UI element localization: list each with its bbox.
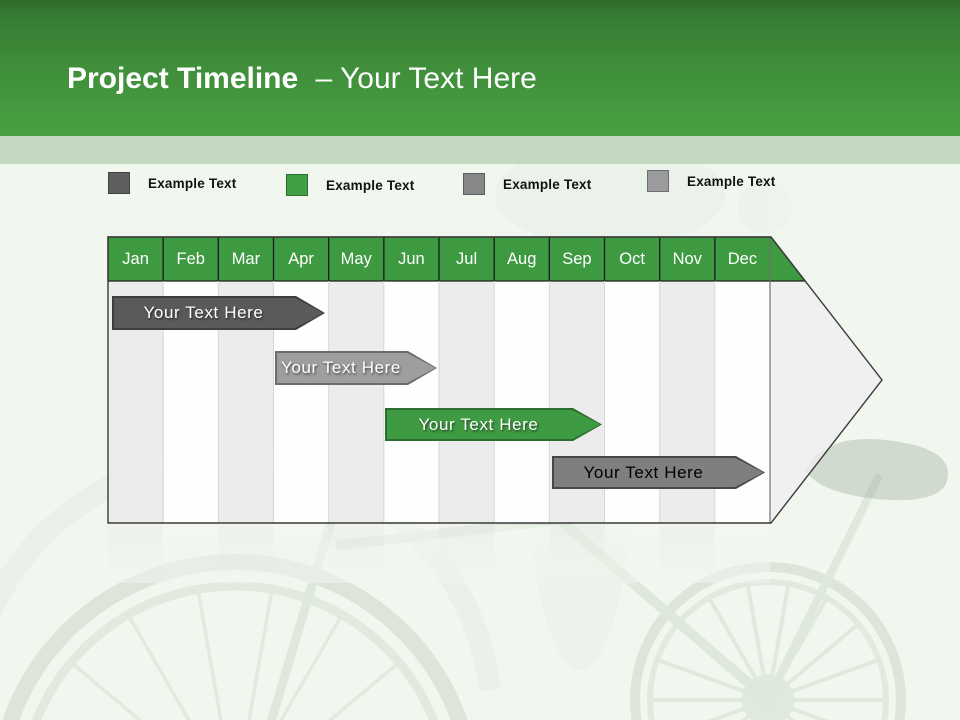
subheader-strip (0, 136, 960, 164)
legend-item-4[interactable]: Example Text (647, 170, 775, 192)
legend-label: Example Text (503, 176, 592, 192)
month-cell-dec: Dec (727, 250, 758, 268)
gantt-bar-2[interactable]: Your Text Here (275, 351, 437, 385)
month-cell-aug: Aug (507, 250, 537, 268)
legend-label: Example Text (687, 173, 776, 189)
gantt-bar-3[interactable]: Your Text Here (385, 408, 602, 441)
page-title-placeholder: – Your Text Here (315, 62, 537, 95)
legend-item-3[interactable]: Example Text (463, 173, 591, 195)
month-cell-may: May (340, 250, 372, 268)
legend-label: Example Text (148, 175, 237, 191)
month-cell-oct: Oct (619, 250, 645, 268)
month-cell-mar: Mar (231, 250, 261, 268)
legend-swatch-icon (108, 172, 130, 194)
month-cell-nov: Nov (672, 250, 702, 268)
gantt-bar-label: Your Text Here (387, 410, 601, 440)
gantt-bar-1[interactable]: Your Text Here (112, 296, 325, 330)
title-band: Project Timeline – Your Text Here (0, 0, 960, 136)
page-title[interactable]: Project Timeline – Your Text Here (67, 62, 537, 96)
legend-swatch-icon (647, 170, 669, 192)
page-title-main: Project Timeline (67, 62, 299, 95)
legend-item-1[interactable]: Example Text (108, 172, 236, 194)
legend-item-2[interactable]: Example Text (286, 174, 414, 196)
legend-swatch-icon (286, 174, 308, 196)
gantt-bar-label: Your Text Here (114, 298, 324, 329)
month-cell-jan: Jan (122, 250, 149, 268)
gantt-bar-4[interactable]: Your Text Here (552, 456, 765, 489)
legend-label: Example Text (326, 177, 415, 193)
month-cell-jul: Jul (456, 250, 478, 268)
month-cell-feb: Feb (176, 250, 205, 268)
gantt-bar-label: Your Text Here (277, 353, 436, 384)
month-cell-apr: Apr (288, 250, 314, 268)
gantt-bar-label: Your Text Here (554, 458, 764, 488)
table-reflection (108, 525, 770, 583)
legend-swatch-icon (463, 173, 485, 195)
month-cell-sep: Sep (562, 250, 592, 268)
month-cell-jun: Jun (398, 250, 425, 268)
